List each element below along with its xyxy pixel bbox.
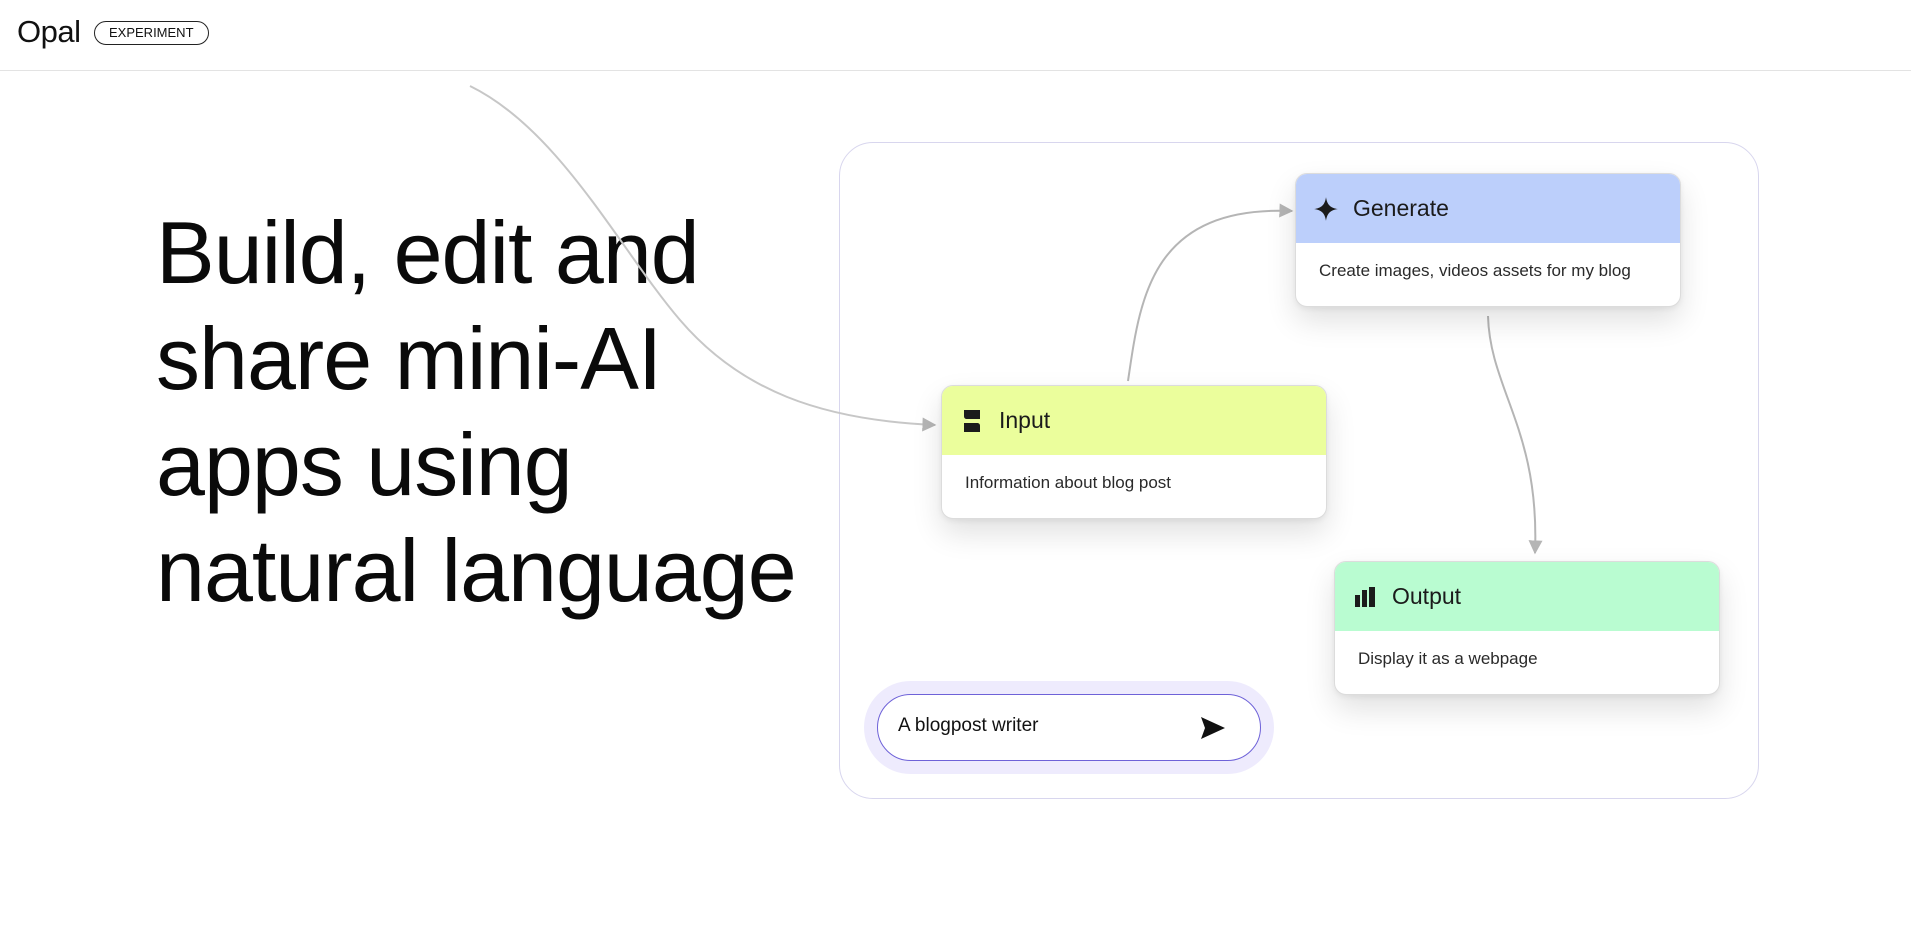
input-node-title: Input	[999, 407, 1051, 433]
hero-headline: Build, edit and share mini-AI apps using…	[156, 200, 816, 624]
output-node[interactable]: Output Display it as a webpage	[1334, 561, 1720, 695]
opal-logo[interactable]: Opal	[17, 14, 81, 49]
sparkle-icon	[1313, 196, 1339, 222]
output-node-title: Output	[1392, 583, 1462, 609]
prompt-input-value[interactable]: A blogpost writer	[898, 715, 1039, 736]
output-node-header: Output	[1335, 562, 1719, 631]
hero-line: Build, edit and	[156, 203, 700, 302]
experiment-badge: EXPERIMENT	[94, 21, 209, 45]
output-icon	[1352, 584, 1378, 610]
send-icon	[1201, 717, 1225, 739]
top-bar: Opal EXPERIMENT	[0, 0, 1911, 71]
generate-node[interactable]: Generate Create images, videos assets fo…	[1295, 173, 1681, 307]
hero-line: natural language	[156, 521, 797, 620]
output-node-description: Display it as a webpage	[1358, 649, 1538, 668]
hero-line: share mini-AI	[156, 309, 662, 408]
input-node-description: Information about blog post	[965, 473, 1172, 492]
generate-node-header: Generate	[1296, 174, 1680, 243]
generate-node-title: Generate	[1353, 195, 1449, 221]
input-node-header: Input	[942, 386, 1326, 455]
send-button[interactable]	[1196, 711, 1230, 745]
generate-node-description: Create images, videos assets for my blog	[1319, 261, 1631, 280]
input-node[interactable]: Input Information about blog post	[941, 385, 1327, 519]
prompt-input[interactable]: A blogpost writer	[877, 694, 1261, 761]
hero-line: apps using	[156, 415, 573, 514]
input-icon	[959, 408, 985, 434]
